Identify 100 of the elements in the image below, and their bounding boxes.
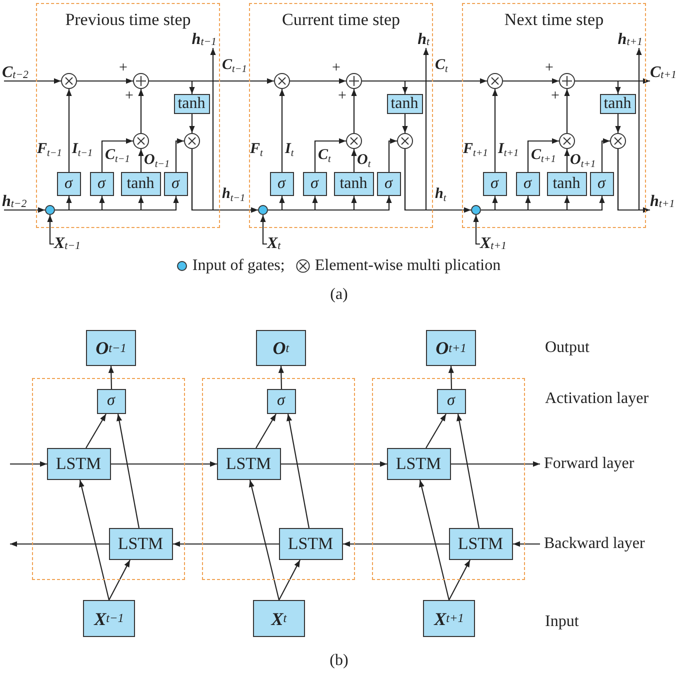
activation-box: σ	[376, 172, 400, 196]
arrow	[527, 138, 559, 172]
arrow	[456, 414, 480, 528]
arrow	[77, 78, 133, 84]
arrow	[564, 89, 570, 133]
gate-label: O$_{t+1}$	[570, 153, 596, 170]
arrow	[343, 541, 449, 547]
input-dot	[470, 204, 480, 214]
arrow	[564, 149, 570, 172]
arrow	[47, 215, 54, 245]
input-dot	[258, 204, 268, 214]
variable-label: C$_{t+1}$	[650, 59, 678, 81]
add-node	[558, 72, 574, 88]
legend-text: Element-wise multi plication	[314, 257, 501, 275]
lstm-box: LSTM	[46, 448, 110, 480]
arrow	[268, 196, 392, 211]
arrow	[418, 480, 450, 600]
arrow	[149, 78, 274, 84]
lstm-box: LSTM	[108, 528, 172, 560]
arrow	[78, 480, 110, 600]
arrow	[278, 560, 300, 600]
variable-label: C$_{t−2}$	[2, 59, 36, 81]
arrow	[402, 114, 408, 133]
activation-box: σ	[590, 172, 614, 196]
arrow	[314, 138, 346, 172]
arrow	[279, 89, 285, 172]
activation-box: tanh	[120, 172, 160, 196]
activation-box: tanh	[334, 172, 374, 196]
arrow	[351, 89, 357, 133]
activation-box: σ	[56, 172, 80, 196]
variable-label: h$_{t+1}$	[650, 188, 678, 210]
arrow	[256, 414, 276, 448]
arrow	[108, 366, 114, 390]
arrow	[108, 560, 130, 600]
arrow	[138, 149, 144, 172]
plus-sign: +	[332, 60, 340, 77]
variable-label: h$_{t}$	[394, 28, 430, 48]
gate-label: C$_{t+1}$	[531, 148, 556, 166]
time-step-frame	[249, 3, 433, 228]
plus-sign: +	[125, 88, 134, 105]
activation-box: σ	[96, 388, 126, 414]
arrow	[492, 89, 498, 172]
edge-label: h$_{t−1}$	[222, 187, 246, 204]
row-label: Activation layer	[545, 390, 649, 408]
variable-label: h$_{t−1}$	[180, 28, 216, 48]
add-node	[346, 72, 362, 88]
variable-label: X$_{t}$	[267, 230, 303, 252]
arrow	[575, 78, 650, 84]
multiply-node	[184, 132, 200, 148]
edge-label: C$_{t}$	[435, 58, 448, 76]
lstm-box: LSTM	[278, 528, 342, 560]
arrow	[388, 138, 397, 172]
add-node	[132, 72, 148, 88]
activation-box: tanh	[546, 172, 586, 196]
arrow	[448, 560, 470, 600]
plus-sign: +	[119, 60, 128, 77]
arrow	[10, 541, 109, 547]
arrow	[278, 366, 284, 390]
gate-label: I$_{t−1}$	[72, 142, 93, 160]
arrow	[248, 480, 280, 600]
arrow	[513, 541, 540, 547]
arrow	[281, 461, 387, 467]
arrow	[615, 114, 621, 133]
arrow	[66, 89, 72, 172]
arrow	[503, 78, 559, 84]
arrow	[116, 414, 140, 528]
layer-label: Forward layer	[540, 454, 678, 474]
arrow	[4, 207, 45, 213]
arrow	[175, 138, 184, 172]
gate-label: F$_{t−1}$	[37, 142, 62, 160]
edge-label: h$_{t}$	[435, 187, 446, 204]
panel-caption: (a)	[330, 286, 348, 304]
activation-box: tanh	[174, 94, 210, 114]
gate-label: C$_{t−1}$	[105, 148, 130, 166]
gate-label: F$_{t+1}$	[463, 142, 488, 160]
activation-box: σ	[302, 172, 326, 196]
arrow	[260, 215, 267, 245]
arrow	[451, 461, 540, 467]
plus-sign: +	[545, 60, 554, 77]
layer-label: Backward layer	[540, 534, 678, 554]
gate-label: I$_{t}$	[285, 142, 294, 160]
arrow	[138, 89, 144, 133]
arrow	[362, 78, 487, 84]
activation-box: σ	[436, 388, 466, 414]
gate-label: O$_{t}$	[357, 153, 371, 170]
plus-sign: +	[338, 88, 346, 105]
activation-box: σ	[482, 172, 506, 196]
multiply-node	[610, 132, 626, 148]
arrow	[286, 414, 310, 528]
frame-title: Next time step	[504, 10, 604, 29]
activation-box: σ	[270, 172, 294, 196]
arrow	[86, 414, 106, 448]
variable-label: X$_{t−1}$	[54, 230, 90, 252]
row-label: Input	[545, 613, 579, 631]
multiply-node	[346, 132, 362, 148]
variable-label: h$_{t+1}$	[606, 28, 642, 48]
gate-label: O$_{t−1}$	[144, 153, 170, 170]
activation-box: tanh	[386, 94, 422, 114]
plus-sign: +	[551, 88, 560, 105]
variable-label: X$_{t+1}$	[480, 230, 516, 252]
